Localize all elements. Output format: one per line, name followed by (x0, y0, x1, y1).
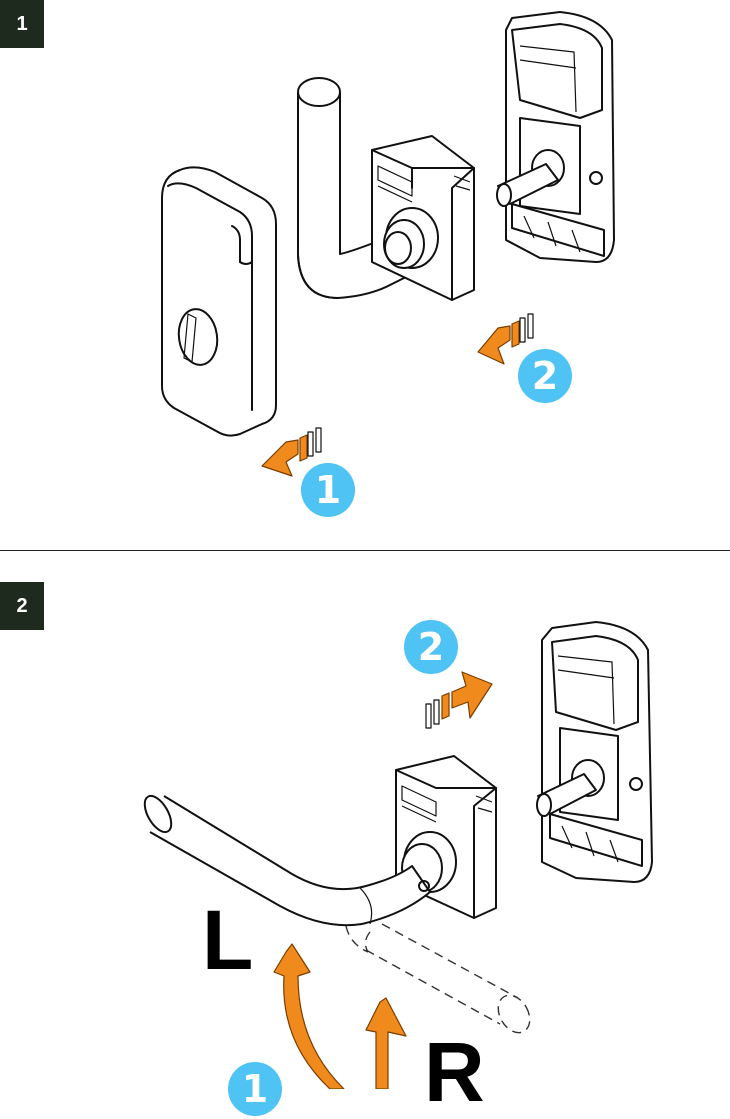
lock-body (496, 11, 615, 263)
arrow-out (425, 671, 493, 729)
lock-body (536, 621, 653, 883)
rotate-arrows (273, 943, 407, 1089)
handle-right-ghost (345, 923, 531, 1034)
cover-plate (161, 166, 277, 437)
rose-mount (371, 135, 475, 301)
step-2-illustration (143, 621, 653, 1089)
label-left: L (202, 893, 254, 987)
step-1-illustration (161, 11, 615, 477)
callout-1: 1 (301, 463, 355, 517)
arrow-1 (261, 427, 322, 477)
callout-2: 2 (404, 620, 458, 674)
step-2-badge: 2 (0, 582, 44, 630)
step-divider (0, 550, 730, 551)
callout-1: 1 (228, 1062, 282, 1116)
callout-2: 2 (518, 349, 572, 403)
step-1-badge: 1 (0, 0, 44, 48)
label-right: R (424, 1025, 485, 1119)
arrow-2 (477, 313, 534, 365)
handle-left (143, 794, 431, 927)
